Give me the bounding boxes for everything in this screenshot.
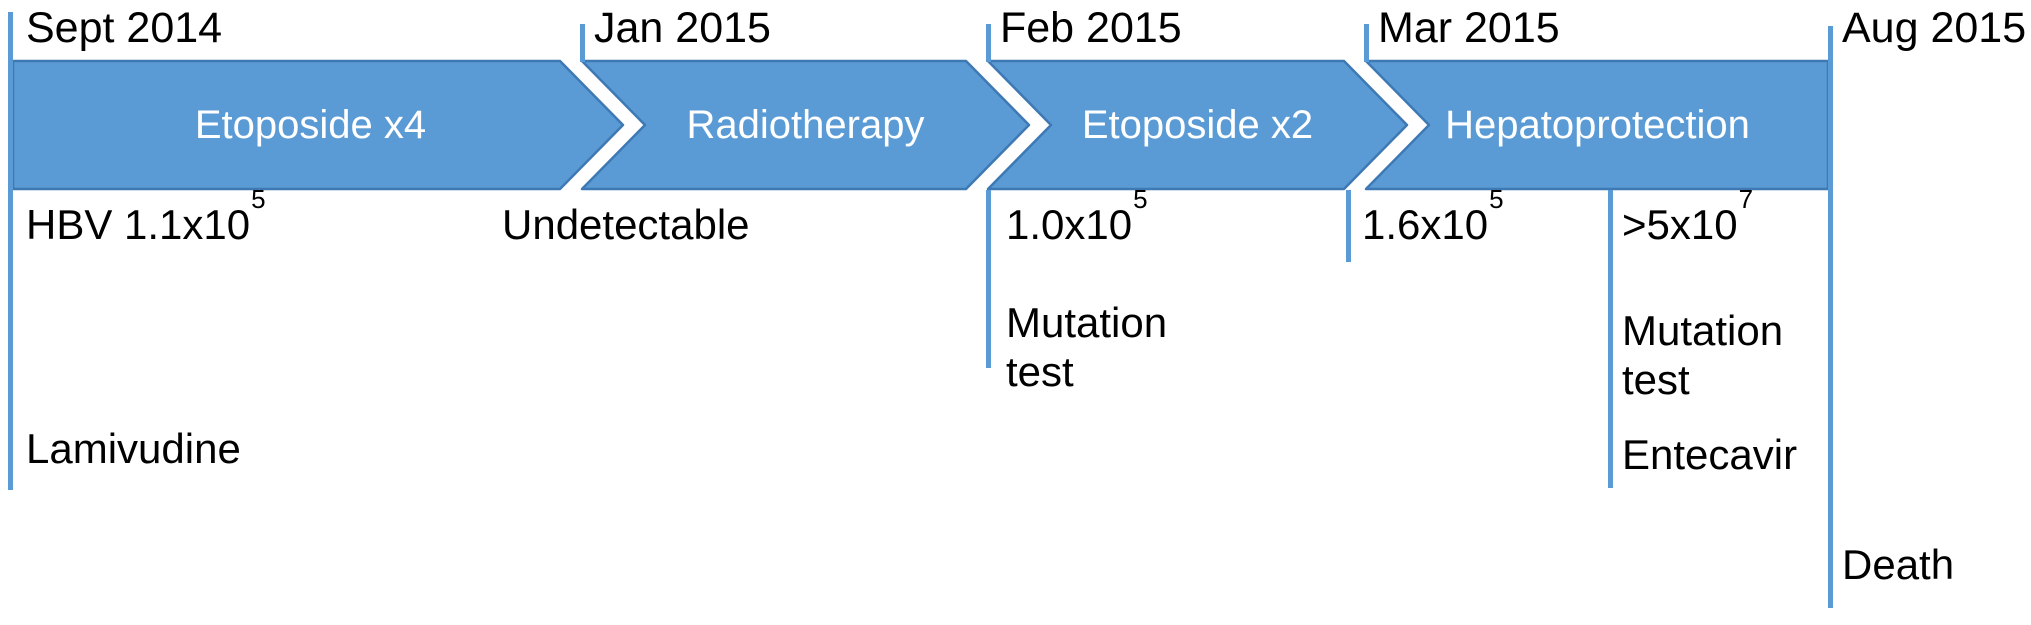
phase-arrow-hepatoprotection [1364, 59, 1830, 191]
note-death: Death [1842, 541, 1955, 588]
phase-label-hepatoprotection: Hepatoprotection [1445, 102, 1750, 147]
tick-jan-2015 [580, 24, 585, 62]
viral-load-feb-exponent: 5 [1133, 184, 1148, 214]
timeline-line-sept-2014 [8, 12, 13, 490]
phase-label-etoposide-x4: Etoposide x4 [194, 102, 427, 147]
viral-load-baseline: HBV 1.1x105 [26, 184, 266, 249]
phase-arrow-etoposide-x4 [11, 59, 625, 191]
marker-line-viral-rebound [1608, 190, 1613, 488]
note-mutation-test-first: Mutation test [1006, 299, 1168, 396]
viral-load-rebound-text: >5x10 [1622, 201, 1738, 248]
viral-load-feb: 1.0x105 [1006, 184, 1148, 249]
phase-arrow-etoposide-x2 [986, 59, 1409, 191]
viral-load-jan: Undetectable [502, 200, 750, 249]
phase-arrow-radiotherapy [580, 59, 1031, 191]
viral-load-baseline-exponent: 5 [251, 184, 266, 214]
date-label-jan-2015: Jan 2015 [594, 4, 771, 52]
note-lamivudine: Lamivudine [26, 425, 241, 472]
phase-label-etoposide-x2: Etoposide x2 [1081, 102, 1314, 147]
viral-load-mar: 1.6x105 [1362, 184, 1504, 249]
date-label-feb-2015: Feb 2015 [1000, 4, 1182, 52]
viral-load-rebound-exponent: 7 [1738, 184, 1754, 214]
date-label-aug-2015: Aug 2015 [1842, 4, 2027, 52]
tick-mar-2015 [1364, 24, 1369, 62]
phase-label-radiotherapy: Radiotherapy [686, 102, 925, 147]
marker-line-feb-mutation-test [986, 190, 991, 368]
date-label-sept-2014: Sept 2014 [26, 4, 223, 52]
viral-load-baseline-text: HBV 1.1x10 [26, 201, 251, 248]
viral-load-jan-text: Undetectable [502, 201, 750, 248]
note-mutation-test-second: Mutation test [1622, 307, 1784, 404]
viral-load-rebound: >5x107 [1622, 184, 1753, 249]
viral-load-feb-text: 1.0x10 [1006, 201, 1133, 248]
timeline-line-aug-2015 [1828, 26, 1833, 608]
note-entecavir: Entecavir [1622, 431, 1798, 478]
viral-load-mar-text: 1.6x10 [1362, 201, 1489, 248]
marker-line-mar-viral-load [1346, 190, 1351, 262]
date-label-mar-2015: Mar 2015 [1378, 4, 1560, 52]
tick-feb-2015 [986, 24, 991, 62]
viral-load-mar-exponent: 5 [1489, 184, 1504, 214]
